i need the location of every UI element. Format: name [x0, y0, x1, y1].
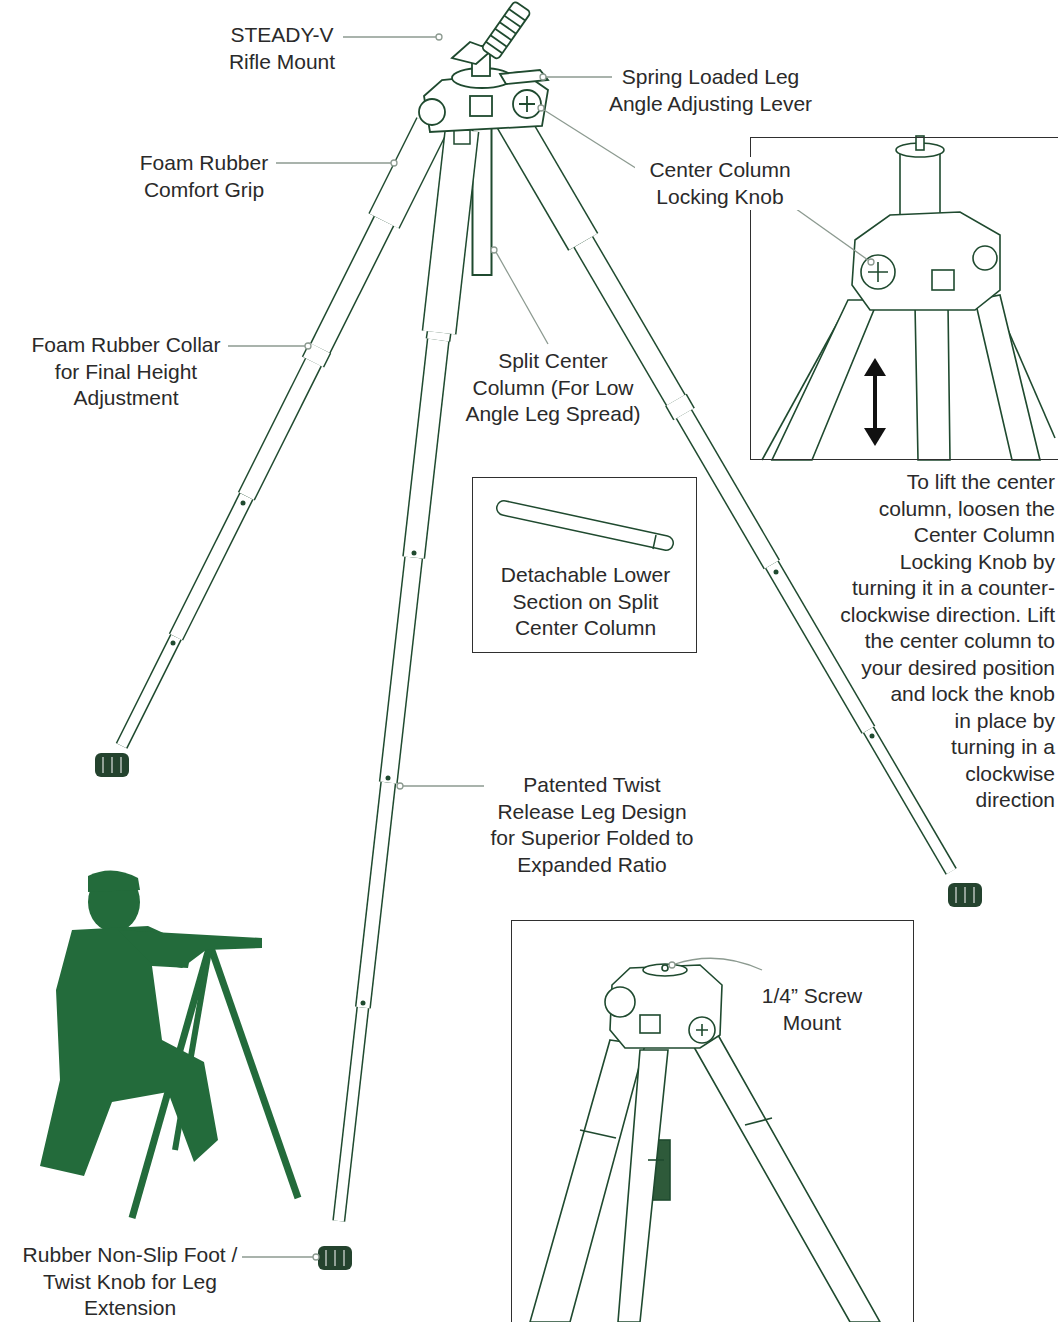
- inset-illustration: [530, 964, 880, 1322]
- node-text-block: 1/4” Screw Mount: [737, 983, 887, 1036]
- double-arrow: [864, 358, 886, 446]
- inset-illustration: [762, 136, 1055, 460]
- note-text: Detachable Lower Section on Split Center…: [501, 563, 670, 639]
- node-text-block: To lift the center column, loosen the Ce…: [839, 469, 1055, 889]
- shooter-silhouette: [40, 870, 298, 1218]
- part-label: Foam Rubber Comfort Grip: [124, 150, 284, 203]
- note-text: 1/4” Screw Mount: [762, 984, 862, 1034]
- tripod-leg: [95, 125, 432, 777]
- tripod-head: [419, 1, 548, 132]
- tripod-leg: [318, 130, 470, 1270]
- node-text-block: Detachable Lower Section on Split Center…: [481, 562, 690, 642]
- part-label: Rubber Non-Slip Foot / Twist Knob for Le…: [10, 1242, 250, 1322]
- part-label: STEADY-V Rifle Mount: [212, 22, 352, 75]
- leader-lines: [228, 34, 874, 1260]
- inset-panel: 1/4” Screw Mount: [511, 920, 914, 1322]
- part-label: Patented Twist Release Leg Design for Su…: [487, 772, 697, 878]
- part-label: Spring Loaded Leg Angle Adjusting Lever: [598, 64, 823, 117]
- note-text: To lift the center column, loosen the Ce…: [840, 470, 1055, 811]
- center-column: [482, 118, 483, 276]
- rod-detail: [504, 508, 666, 549]
- part-label: Center Column Locking Knob: [635, 157, 805, 210]
- detail-box: Detachable Lower Section on Split Center…: [472, 477, 697, 653]
- part-label: Foam Rubber Collar for Final Height Adju…: [26, 332, 226, 412]
- part-label: Split Center Column (For Low Angle Leg S…: [463, 348, 643, 428]
